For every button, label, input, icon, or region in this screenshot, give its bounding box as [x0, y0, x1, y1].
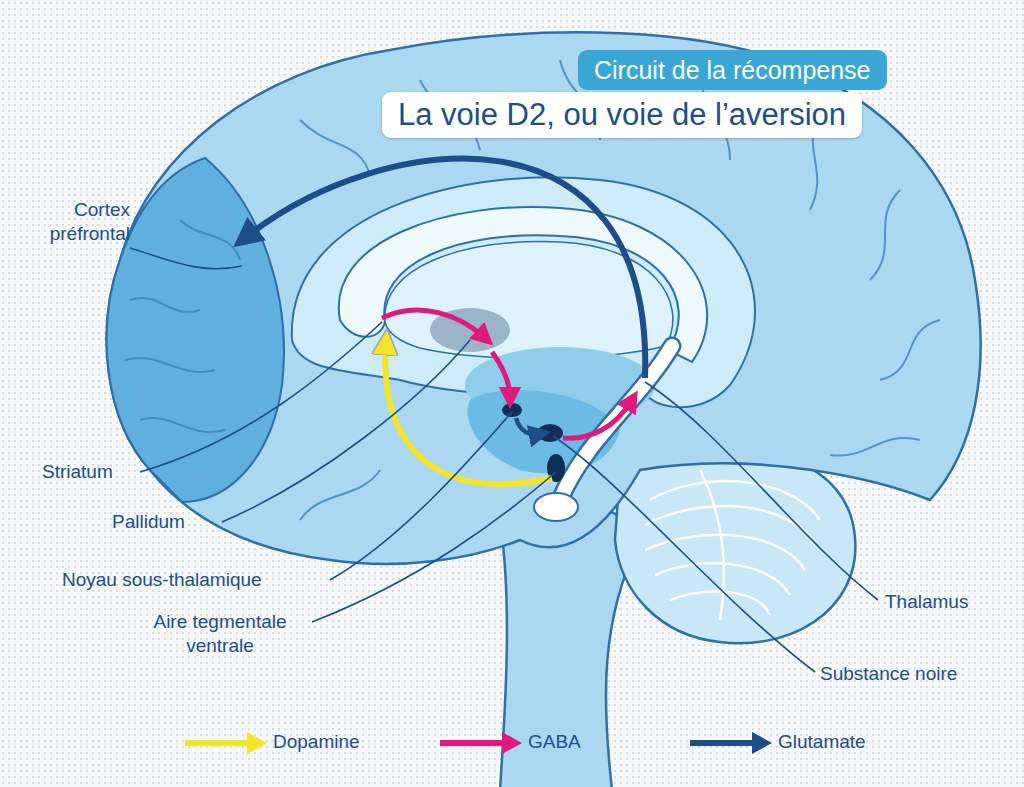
legend-text: Glutamate: [778, 731, 866, 753]
corpus-callosum: [339, 207, 707, 362]
legend-swatch: [440, 732, 522, 754]
legend-swatch: [185, 732, 267, 754]
gyri-lines: [125, 60, 940, 520]
region-label: Pallidum: [112, 510, 185, 534]
cerebellum-folia: [645, 470, 820, 620]
dopamine-arrow: [385, 342, 552, 484]
region-label: Thalamus: [885, 590, 968, 614]
fornix-outline: [560, 346, 672, 500]
region-label: Noyau sous-thalamique: [62, 568, 262, 592]
prefrontal-region: [107, 158, 284, 502]
legend-swatch-frame: [185, 730, 269, 756]
gaba-arrow: [382, 310, 485, 338]
fornix-bulb: [534, 493, 578, 521]
glutamate-arrow: [516, 418, 540, 434]
title-box: Circuit de la récompense: [578, 50, 887, 90]
cerebrum: [107, 32, 981, 564]
legend-item: Dopamine: [185, 730, 385, 756]
legend-text: Dopamine: [273, 731, 360, 753]
subtitle-box: La voie D2, ou voie de l’aversion: [382, 92, 862, 138]
subthalamic-nucleus: [502, 403, 522, 417]
legend-item: GABA: [440, 730, 640, 756]
legend-text: GABA: [528, 731, 581, 753]
legend-swatch-frame: [690, 730, 774, 756]
leader-lines: [130, 248, 878, 672]
legend-swatch-frame: [440, 730, 524, 756]
region-label: Aire tegmentale ventrale: [130, 610, 310, 658]
gaba-arrow: [492, 352, 510, 398]
region-label: Cortex préfrontal: [30, 198, 130, 246]
legend-swatch: [690, 732, 772, 754]
fornix: [560, 346, 672, 500]
region-label: Striatum: [42, 460, 113, 484]
region-label: Substance noire: [820, 662, 957, 686]
cerebellum: [615, 447, 855, 643]
legend-item: Glutamate: [690, 730, 890, 756]
glutamate-arrow: [245, 159, 645, 378]
gaba-arrow: [563, 400, 632, 438]
